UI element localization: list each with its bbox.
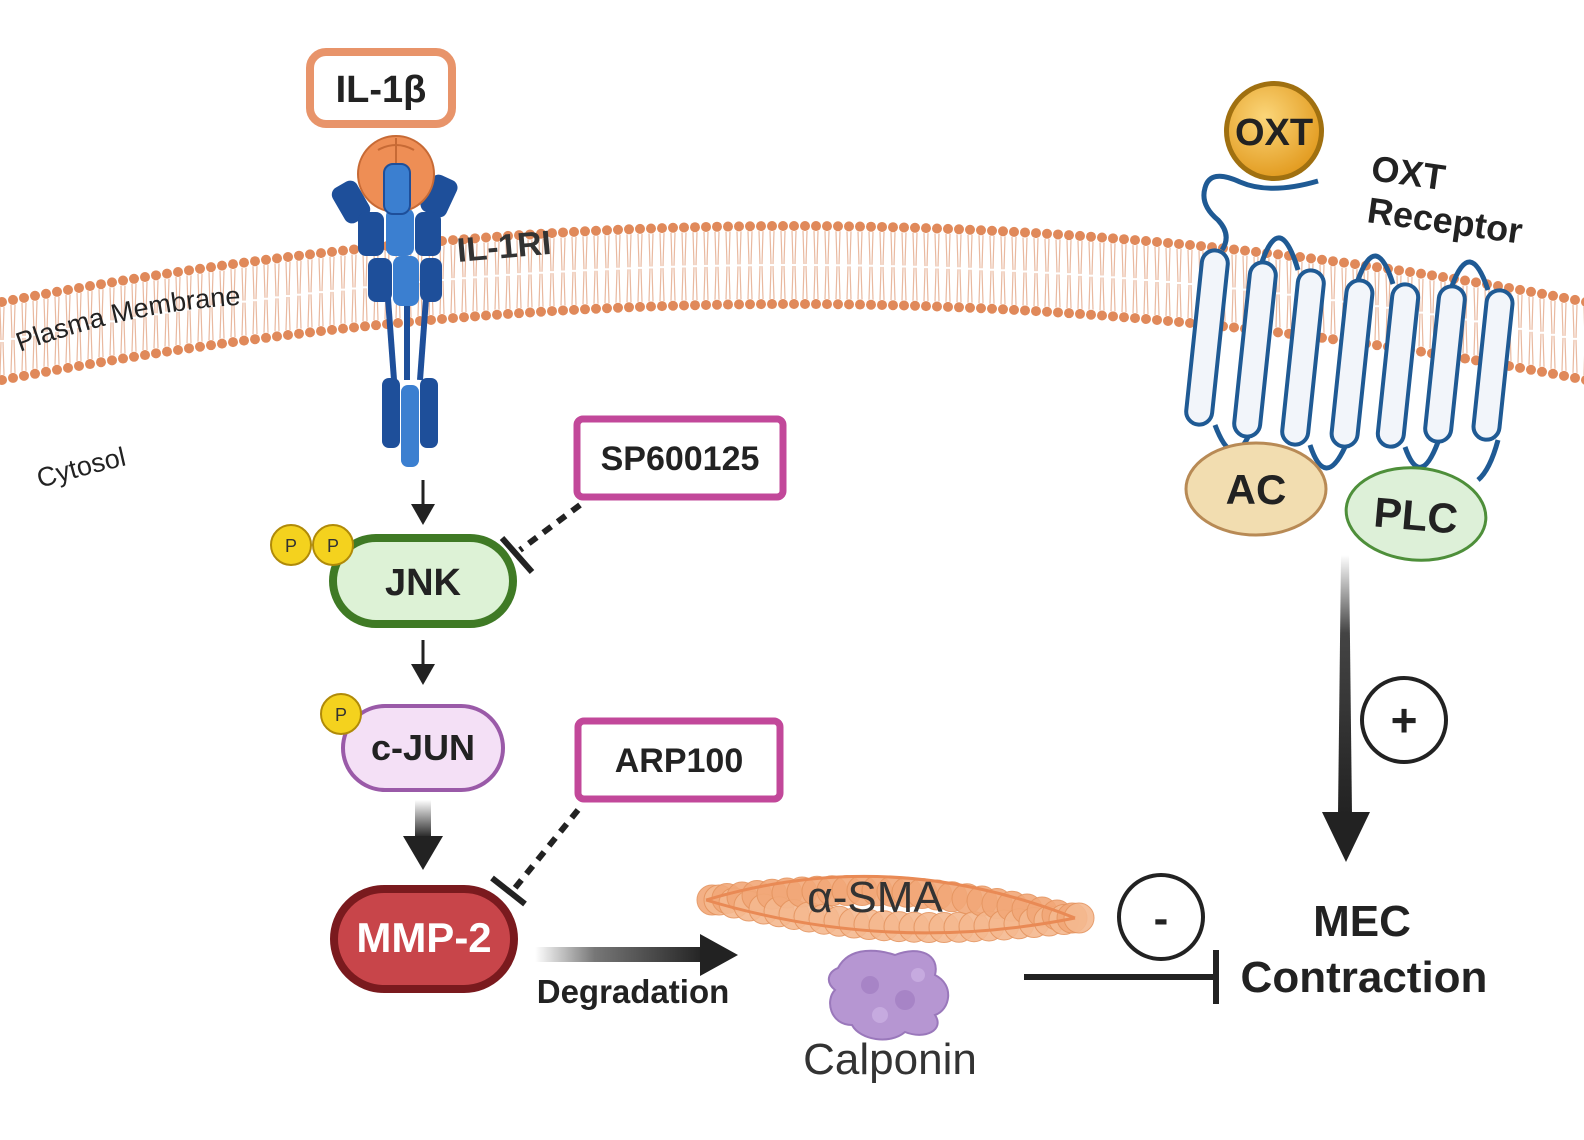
mec-label-line2: Contraction [1241,953,1488,1002]
arp100-inhibition-bar [490,875,527,907]
cjun-phospho: P [320,693,362,735]
oxt-receptor [1184,173,1515,482]
oxt-receptor-label-line1: OXT [1369,147,1448,198]
sp600125-inhibition-bar [499,536,535,574]
oxt-receptor-label-line2: Receptor [1365,189,1525,251]
svg-text:P: P [327,536,339,556]
arrow-plc-to-mec [1322,555,1370,862]
svg-text:P: P [335,705,347,725]
il1ri-receptor [331,135,458,467]
alpha-sma-label: α-SMA [807,873,943,922]
svg-text:SP600125: SP600125 [601,440,760,478]
svg-text:JNK: JNK [385,562,462,604]
jnk-phospho-1: P [270,524,312,566]
svg-text:OXT: OXT [1235,112,1313,154]
il1ri-label: IL-1RI [455,224,552,270]
svg-text:ARP100: ARP100 [615,742,744,780]
svg-text:MMP-2: MMP-2 [356,914,491,961]
sp600125-inhibitor: SP600125 [573,415,787,501]
arp100-inhibitor: ARP100 [574,717,784,803]
jnk-phospho-2: P [312,524,354,566]
minus-sign: - [1117,873,1205,961]
jnk-node: JNK [329,534,517,628]
svg-text:c-JUN: c-JUN [371,727,475,768]
plc-node: PLC [1344,466,1488,562]
plus-sign: + [1360,676,1448,764]
svg-text:+: + [1391,694,1418,746]
svg-text:-: - [1154,894,1169,943]
arrow-cjun-to-mmp2 [403,800,443,870]
calponin-label: Calponin [803,1035,977,1084]
mmp2-node: MMP-2 [330,885,518,993]
svg-text:AC: AC [1226,466,1287,513]
mec-label-line1: MEC [1313,897,1411,946]
svg-text:PLC: PLC [1372,488,1460,542]
arp100-inhibition-line [512,808,581,890]
sp600125-inhibition-line [518,502,582,553]
il1b-ligand-label: IL-1β [306,48,456,128]
ac-node: AC [1184,441,1328,537]
calponin-protein [827,949,950,1041]
cytosol-label: Cytosol [33,442,128,494]
alpha-sma-filament [696,874,1095,944]
degradation-label: Degradation [537,973,730,1010]
degradation-arrow [535,934,738,976]
svg-text:P: P [285,536,297,556]
svg-text:IL-1β: IL-1β [336,69,427,111]
cjun-node: c-JUN [341,704,505,792]
oxt-ligand: OXT [1224,81,1324,181]
